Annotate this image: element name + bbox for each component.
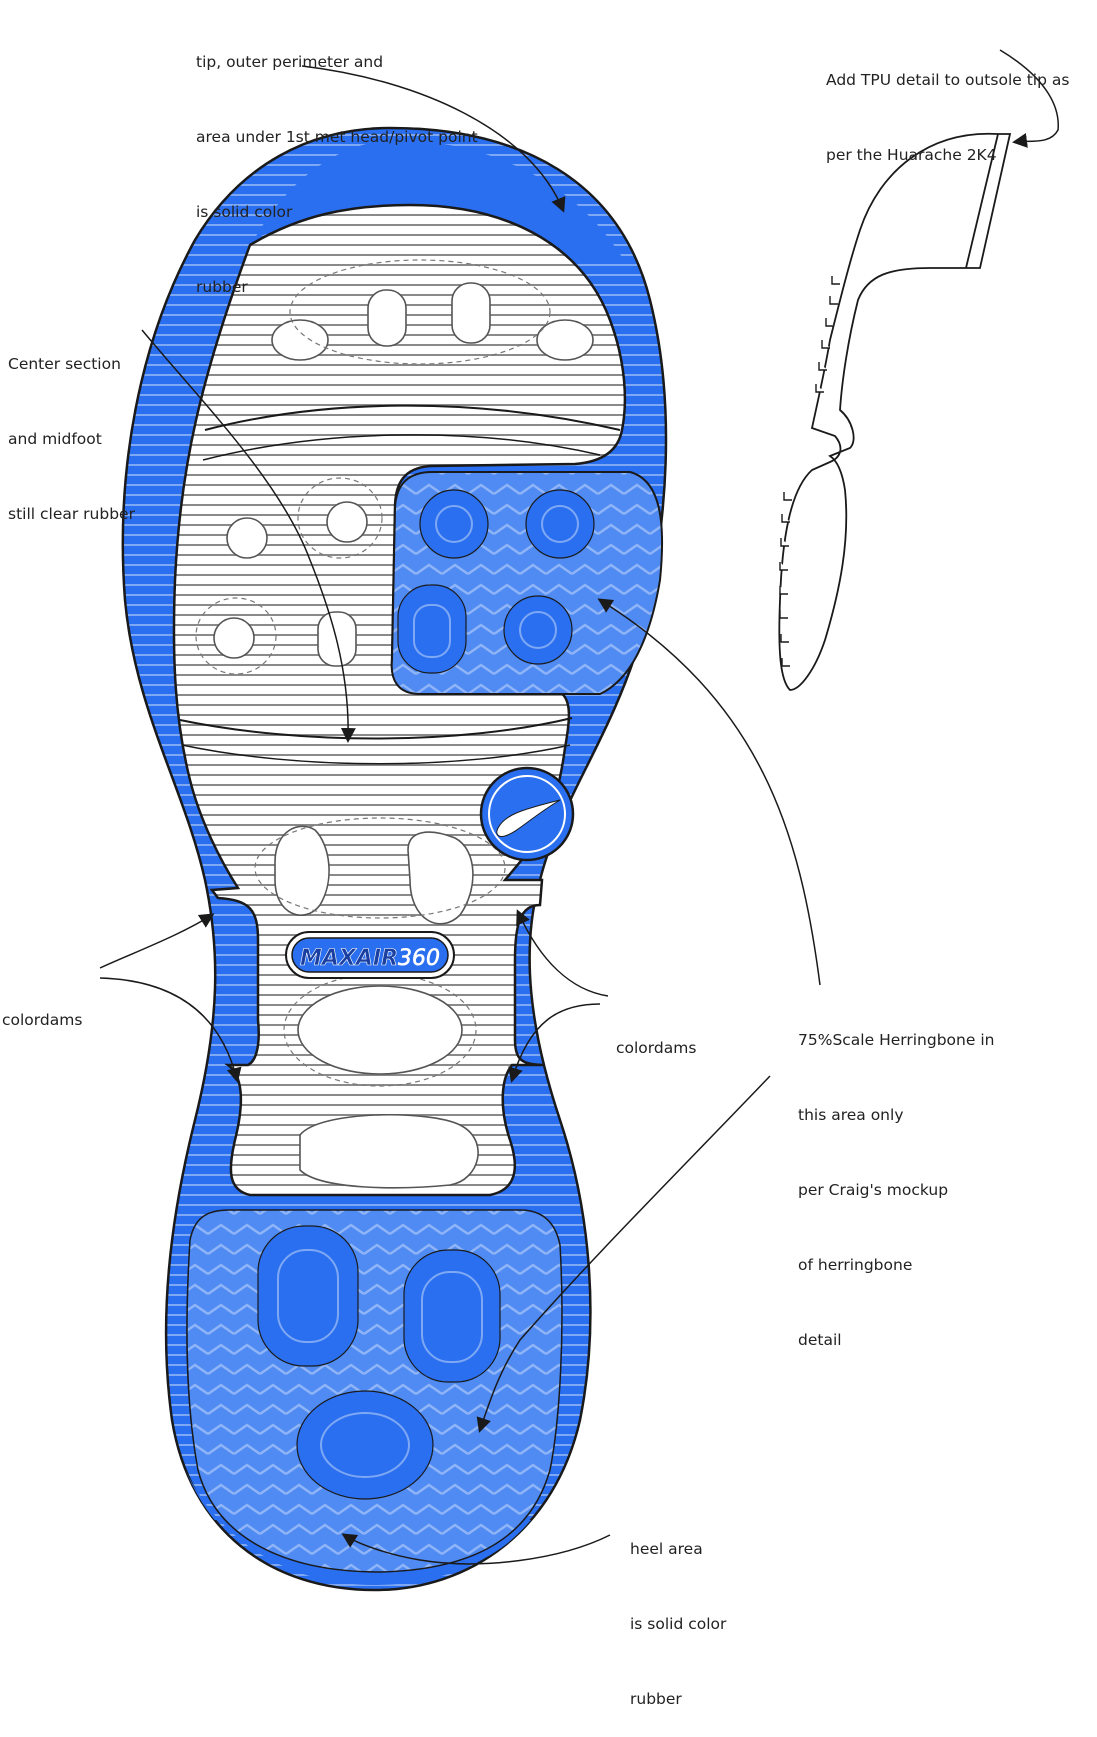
herringbone-note-line: 75%Scale Herringbone in — [798, 1031, 995, 1049]
herringbone-note-line: of herringbone — [798, 1256, 913, 1274]
colordams-left-label: colordams — [2, 958, 82, 1058]
center-note-line: still clear rubber — [8, 505, 135, 523]
forefoot-lugs — [213, 282, 594, 1189]
colordams-right-label: colordams — [616, 986, 696, 1086]
maxair-badge: MAXAIR360 — [285, 931, 455, 979]
herringbone-heel — [186, 1209, 563, 1573]
outsole-diagram: MAXAIR360 — [99, 49, 1059, 1592]
center-note-line: Center section — [8, 355, 121, 373]
heel-note-line: heel area — [630, 1540, 703, 1558]
swoosh-logo — [479, 766, 575, 862]
leader-lines — [99, 49, 1059, 1565]
center-note-line: and midfoot — [8, 430, 102, 448]
toe-note-line: area under 1st met head/pivot point — [196, 128, 478, 146]
svg-text:MAXAIR360: MAXAIR360 — [300, 946, 440, 971]
center-note: Center section and midfoot still clear r… — [8, 302, 135, 552]
toe-note: tip, outer perimeter and area under 1st … — [196, 0, 478, 325]
heel-note-line: rubber — [630, 1690, 682, 1708]
badge-maxair-text: MAXAIR — [300, 946, 398, 971]
herringbone-note-line: this area only — [798, 1106, 904, 1124]
herringbone-note: 75%Scale Herringbone in this area only p… — [798, 978, 994, 1378]
tpu-note-line: Add TPU detail to outsole tip as — [826, 71, 1070, 89]
herringbone-forefoot — [390, 471, 664, 695]
badge-360-text: 360 — [398, 946, 440, 971]
tpu-note-line: per the Huarache 2K4 — [826, 146, 997, 164]
heel-note: heel area is solid color rubber — [630, 1487, 726, 1737]
toe-note-line: is solid color — [196, 203, 293, 221]
toe-note-line: tip, outer perimeter and — [196, 53, 384, 71]
colordams-right-text: colordams — [616, 1039, 697, 1057]
heel-note-line: is solid color — [630, 1615, 727, 1633]
herringbone-note-line: per Craig's mockup — [798, 1181, 949, 1199]
tpu-note: Add TPU detail to outsole tip as per the… — [826, 18, 1069, 193]
herringbone-note-line: detail — [798, 1331, 842, 1349]
toe-note-line: rubber — [196, 278, 248, 296]
colordams-left-text: colordams — [2, 1011, 83, 1029]
tpu-tip-profile — [778, 132, 1012, 691]
